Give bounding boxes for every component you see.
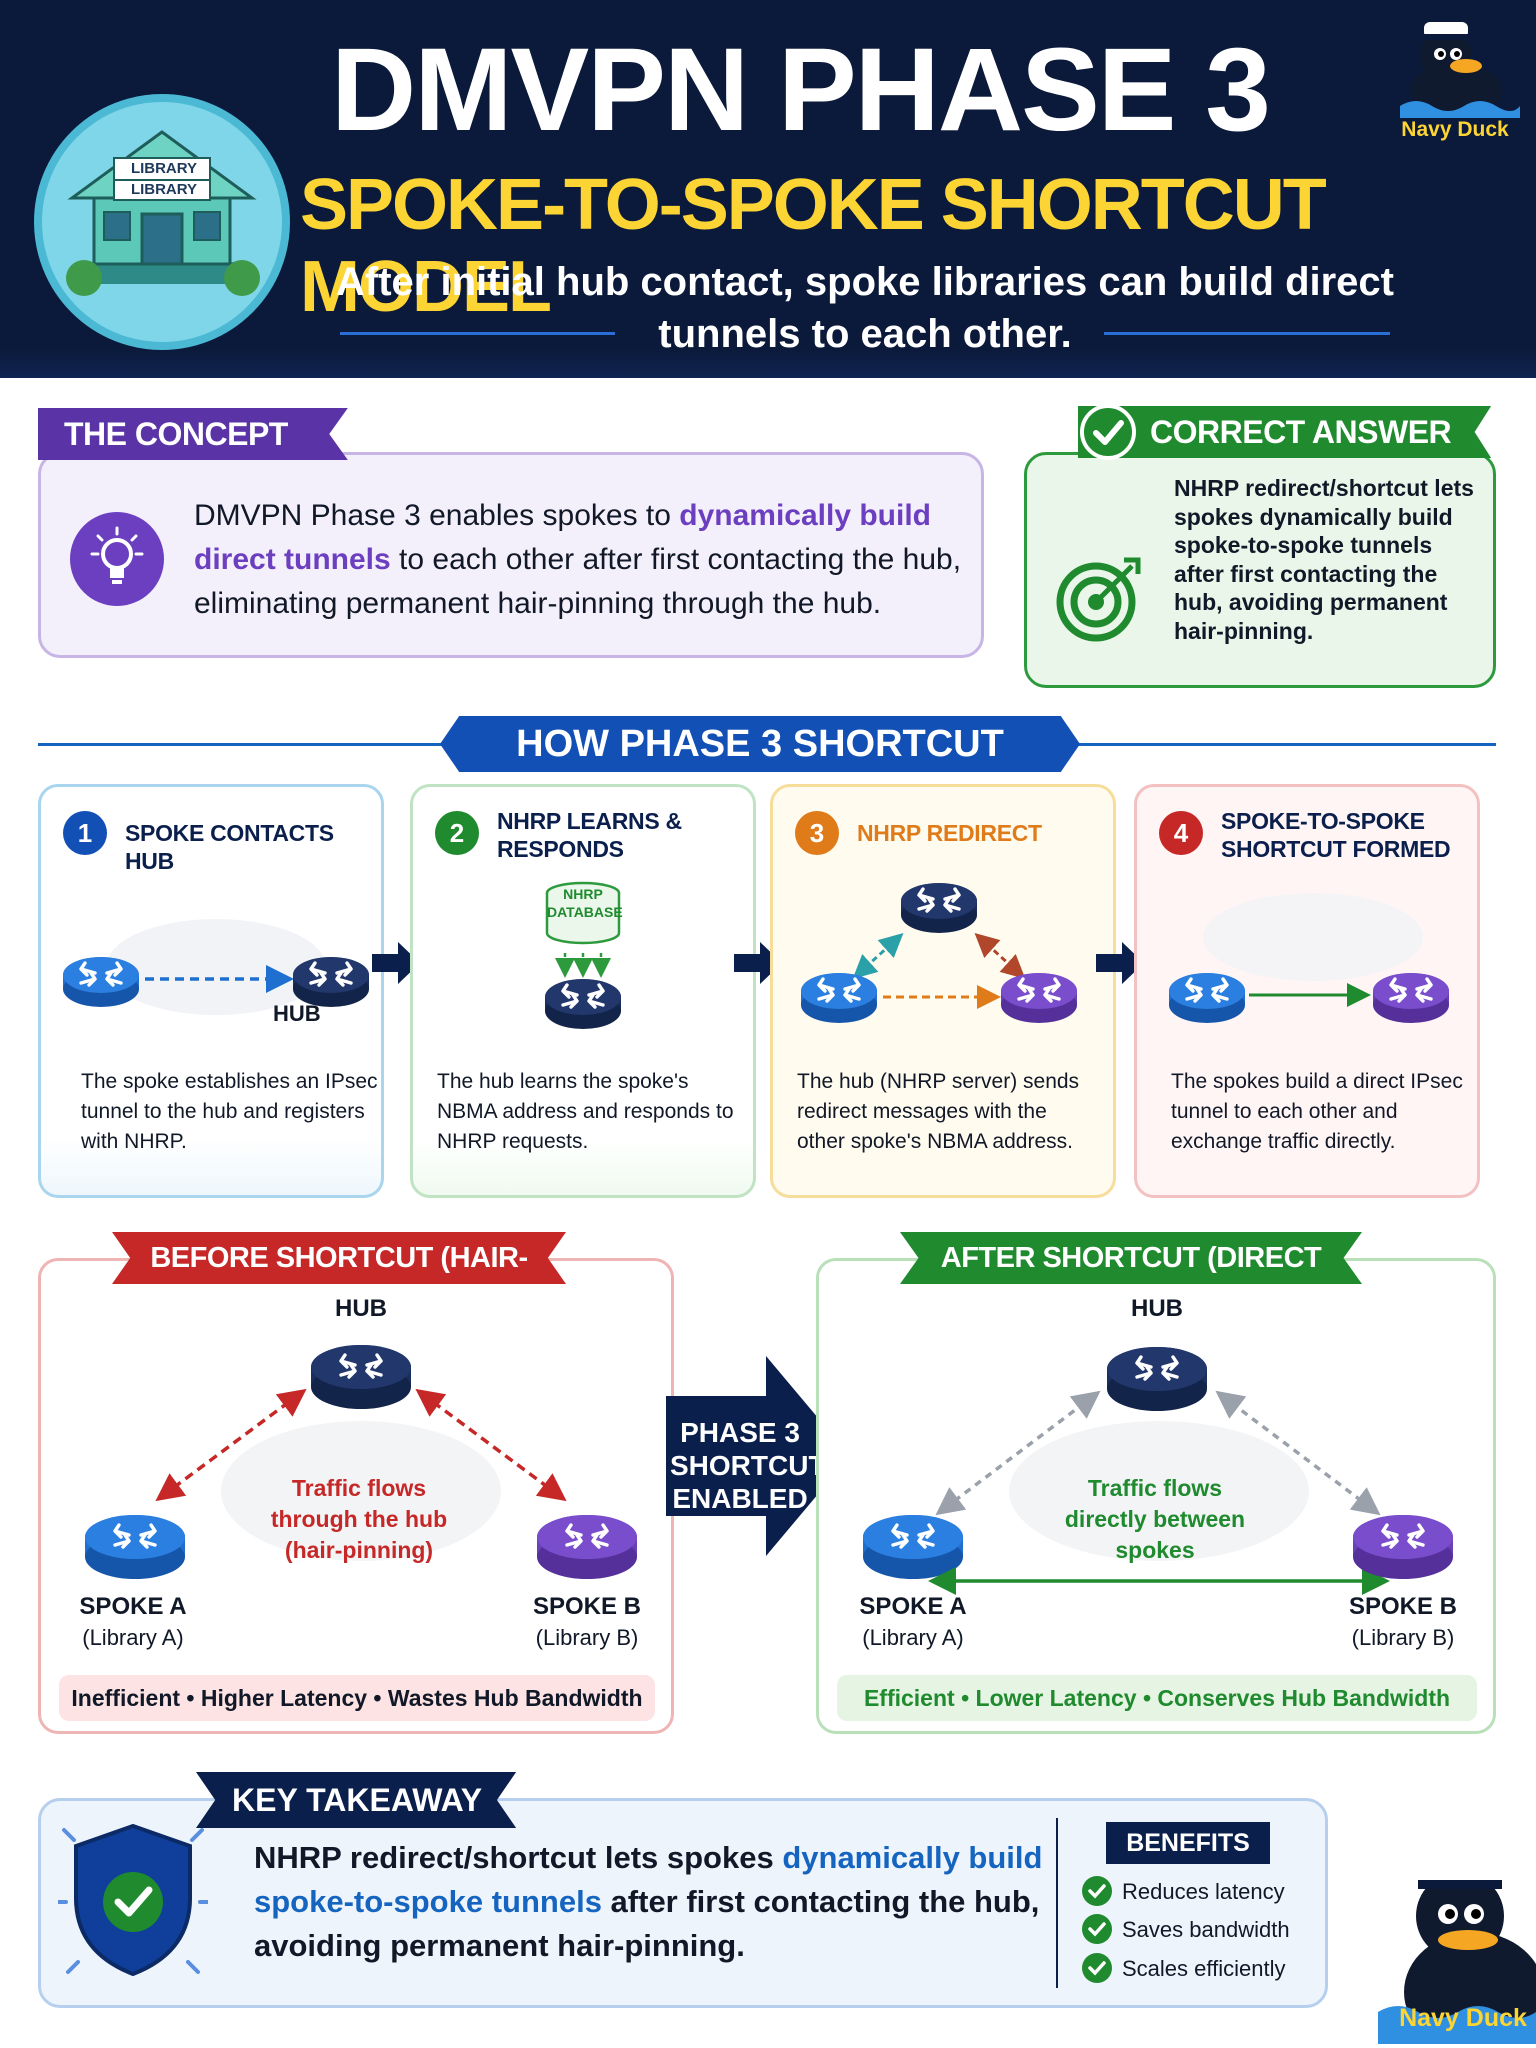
lightbulb-icon <box>70 512 164 606</box>
step4-diagram <box>1169 893 1449 1023</box>
takeaway-divider <box>1056 1818 1058 1988</box>
concept-tag: THE CONCEPT <box>38 408 348 460</box>
check-icon <box>1082 1914 1112 1945</box>
phase3-arrow-label: PHASE 3 SHORTCUT ENABLED <box>670 1417 826 1514</box>
step-number: 3 <box>795 811 839 855</box>
before-panel: HUB Traffic flows through the hub (hair-… <box>38 1258 674 1734</box>
check-icon <box>1082 1953 1112 1984</box>
after-flow-text: Traffic flows directly between spokes <box>1064 1475 1246 1563</box>
concept-text-part: DMVPN Phase 3 enables spokes to <box>194 499 680 532</box>
phase3-arrow-icon <box>666 1356 850 1556</box>
benefit-label: Saves bandwidth <box>1122 1917 1290 1942</box>
benefit-label: Scales efficiently <box>1122 1956 1286 1981</box>
concept-panel <box>38 452 984 658</box>
shield-check-icon <box>56 1812 210 1984</box>
step1-diagram <box>63 919 369 1015</box>
how-section-tag: HOW PHASE 3 SHORTCUT WORKS <box>440 716 1080 772</box>
step-desc: The hub learns the spoke's NBMA address … <box>437 1070 734 1153</box>
header-divider-right <box>1104 332 1390 335</box>
after-hub-label: HUB <box>1131 1295 1183 1322</box>
after-footer: Efficient • Lower Latency • Conserves Hu… <box>837 1675 1477 1721</box>
concept-text: DMVPN Phase 3 enables spokes to dynamica… <box>194 494 964 626</box>
benefit-item: Saves bandwidth <box>1082 1913 1290 1947</box>
correct-answer-tag: CORRECT ANSWER <box>1078 406 1492 458</box>
concept-text-part: to each other after first contacting the… <box>194 543 962 620</box>
brand-label-top: Navy Duck <box>1401 118 1509 141</box>
library-sign-top: LIBRARY <box>130 160 198 177</box>
page-title: DMVPN PHASE 3 <box>331 24 1271 156</box>
before-flow-text: Traffic flows through the hub (hair-pinn… <box>270 1475 448 1563</box>
step-card-1: 1 SPOKE CONTACTS HUB HUB The spoke estab… <box>38 784 384 1198</box>
nhrp-db-label-line: NHRP <box>563 886 603 902</box>
step-number: 2 <box>435 811 479 855</box>
step-title: NHRP REDIRECT <box>857 820 1042 846</box>
benefit-label: Reduces latency <box>1122 1879 1285 1904</box>
nhrp-database-icon <box>545 881 621 1029</box>
step-title: NHRP LEARNS & RESPONDS <box>497 808 682 862</box>
benefit-item: Reduces latency <box>1082 1875 1285 1909</box>
spoke-a-label: SPOKE A <box>79 1593 187 1620</box>
spoke-b-sublabel: (Library B) <box>535 1625 639 1650</box>
key-takeaway-tag: KEY TAKEAWAY <box>196 1772 517 1828</box>
step-title: SPOKE CONTACTS HUB <box>125 820 334 874</box>
check-icon <box>1082 1876 1112 1907</box>
spoke-b-label: SPOKE B <box>532 1593 642 1620</box>
step-number: 4 <box>1159 811 1203 855</box>
concept-highlight: dynamically build direct tunnels <box>194 499 931 576</box>
navy-duck-mascot <box>1378 1832 1536 2048</box>
correct-answer-text: NHRP redirect/shortcut lets spokes dynam… <box>1174 475 1474 644</box>
before-footer: Inefficient • Higher Latency • Wastes Hu… <box>59 1675 655 1721</box>
step-title: SPOKE-TO-SPOKE SHORTCUT FORMED <box>1221 808 1451 862</box>
after-diagram <box>863 1347 1453 1595</box>
after-panel: HUB Traffic flows directly between spoke… <box>816 1258 1496 1734</box>
step-card-2: 2 NHRP LEARNS & RESPONDS NHRP DATABASE Th… <box>410 784 756 1198</box>
after-tag: AFTER SHORTCUT (DIRECT TUNNEL) <box>900 1232 1362 1284</box>
step1-hub-label: HUB <box>273 1001 321 1026</box>
step-desc: The spoke establishes an IPsec tunnel to… <box>81 1070 378 1153</box>
key-takeaway-text: NHRP redirect/shortcut lets spokes dynam… <box>254 1836 1054 1968</box>
step-desc: The hub (NHRP server) sends redirect mes… <box>797 1070 1080 1153</box>
brand-label-bottom: Navy Duck <box>1399 2004 1527 2032</box>
step-arrow-icon <box>1096 942 1144 984</box>
benefits-tag: BENEFITS <box>1106 1822 1270 1864</box>
nhrp-db-label: NHRP DATABASE <box>547 885 623 921</box>
spoke-a-sublabel: (Library A) <box>82 1625 184 1650</box>
before-tag: BEFORE SHORTCUT (HAIR-PINNING) <box>112 1232 566 1284</box>
benefit-item: Scales efficiently <box>1082 1952 1285 1986</box>
navy-duck-logo <box>1386 8 1526 148</box>
library-building-icon: LIBRARY LIBRARY <box>34 94 290 350</box>
target-icon <box>1050 548 1150 648</box>
step-arrow-icon <box>372 942 420 984</box>
step-card-3: 3 NHRP REDIRECT The hub (NHRP server) se… <box>770 784 1116 1198</box>
nhrp-db-label-line: DATABASE <box>547 904 623 920</box>
takeaway-text-part: after first contacting the hub, avoiding… <box>254 1884 1040 1963</box>
spoke-a-sublabel: (Library A) <box>862 1625 964 1650</box>
header-divider-left <box>340 332 615 335</box>
before-diagram <box>85 1345 637 1579</box>
spoke-b-label: SPOKE B <box>1348 1593 1458 1620</box>
spoke-b-sublabel: (Library B) <box>1351 1625 1455 1650</box>
page-subtitle: SPOKE-TO-SPOKE SHORTCUT MODEL <box>300 165 1327 327</box>
library-sign-bottom: LIBRARY <box>130 181 198 198</box>
step-number: 1 <box>63 811 107 855</box>
spoke-a-label: SPOKE A <box>859 1593 967 1620</box>
step3-diagram <box>801 883 1077 1023</box>
step-card-4: 4 SPOKE-TO-SPOKE SHORTCUT FORMED The spo… <box>1134 784 1480 1198</box>
page-tagline: After initial hub contact, spoke librari… <box>336 260 1394 356</box>
takeaway-highlight: dynamically build spoke-to-spoke tunnels <box>254 1840 1043 1919</box>
step-desc: The spokes build a direct IPsec tunnel t… <box>1171 1070 1463 1153</box>
before-hub-label: HUB <box>335 1295 387 1322</box>
takeaway-text-part: NHRP redirect/shortcut lets spokes <box>254 1840 783 1875</box>
checkmark-icon <box>1080 404 1136 460</box>
